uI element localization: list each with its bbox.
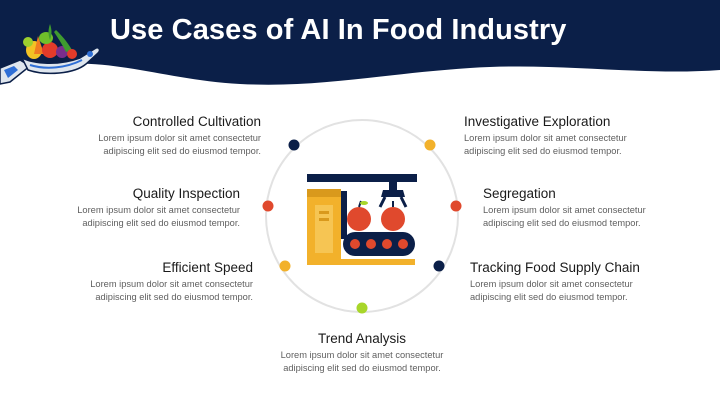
marker-efficient-speed [279, 260, 291, 272]
use-case-description: Lorem ipsum dolor sit amet consectetur a… [470, 279, 633, 302]
marker-tracking-food-supply-chain [433, 260, 445, 272]
use-case-description: Lorem ipsum dolor sit amet consectetur a… [98, 133, 261, 156]
marker-trend-analysis [356, 302, 368, 314]
marker-controlled-cultivation [288, 139, 300, 151]
use-case-tracking-food-supply-chain: Tracking Food Supply Chain Lorem ipsum d… [470, 260, 720, 304]
use-case-title: Investigative Exploration [464, 114, 611, 129]
use-case-segregation: Segregation Lorem ipsum dolor sit amet c… [483, 186, 720, 230]
marker-segregation [450, 200, 462, 212]
use-case-description: Lorem ipsum dolor sit amet consectetur a… [90, 279, 253, 302]
use-case-description: Lorem ipsum dolor sit amet consectetur a… [483, 205, 646, 228]
use-case-title: Tracking Food Supply Chain [470, 260, 640, 275]
use-case-efficient-speed: Efficient Speed Lorem ipsum dolor sit am… [3, 260, 253, 304]
use-case-description: Lorem ipsum dolor sit amet consectetur a… [280, 350, 444, 373]
use-case-controlled-cultivation: Controlled Cultivation Lorem ipsum dolor… [11, 114, 261, 158]
header-banner [0, 0, 720, 85]
use-case-title: Segregation [483, 186, 556, 201]
food-processing-conveyor-icon [307, 174, 417, 265]
use-case-description: Lorem ipsum dolor sit amet consectetur a… [77, 205, 240, 228]
use-case-title: Quality Inspection [132, 186, 240, 201]
use-case-description: Lorem ipsum dolor sit amet consectetur a… [464, 133, 627, 156]
use-case-title: Efficient Speed [162, 260, 253, 275]
use-case-title: Controlled Cultivation [132, 114, 261, 129]
use-case-investigative-exploration: Investigative Exploration Lorem ipsum do… [464, 114, 714, 158]
robot-hand-with-fruits-icon [0, 24, 101, 85]
use-case-trend-analysis: Trend Analysis Lorem ipsum dolor sit ame… [237, 331, 487, 375]
use-case-quality-inspection: Quality Inspection Lorem ipsum dolor sit… [0, 186, 240, 230]
marker-quality-inspection [262, 200, 274, 212]
use-case-title: Trend Analysis [317, 331, 407, 346]
marker-investigative-exploration [424, 139, 436, 151]
page-title: Use Cases of AI In Food Industry [110, 14, 567, 46]
